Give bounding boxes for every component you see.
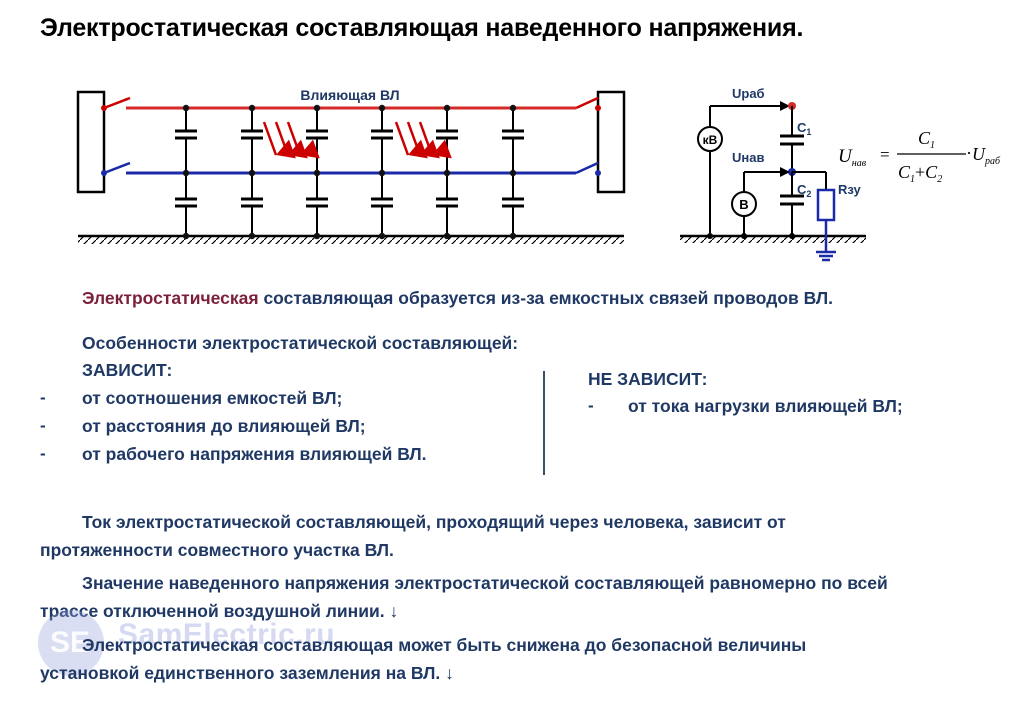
capacitor-columns [175, 104, 524, 240]
capacitor-icon [175, 129, 197, 140]
capacitor-column [502, 104, 524, 240]
depends-item-2: от расстояния до влияющей ВЛ; [82, 416, 366, 436]
svg-text:Uраб: Uраб [972, 144, 1001, 167]
capacitor-icon [436, 129, 458, 140]
svg-text:C1: C1 [918, 128, 935, 151]
page-title: Электростатическая составляющая наведенн… [40, 14, 804, 42]
capacitor-icon [502, 197, 524, 208]
capacitor-icon [175, 197, 197, 208]
transmission-line-diagram: Влияющая ВЛ [76, 87, 626, 244]
u-induced-label: Uнав [732, 150, 764, 165]
not-depends-heading: НЕ ЗАВИСИТ: [588, 369, 708, 389]
capacitor-icon [241, 197, 263, 208]
watermark-logo: SE [38, 610, 104, 676]
svg-text:C1+C2: C1+C2 [898, 162, 942, 185]
bullet-dash: - [40, 416, 46, 435]
depends-item-3: от рабочего напряжения влияющей ВЛ. [82, 444, 427, 464]
svg-text:·: · [966, 143, 972, 163]
ground-hatch [78, 236, 624, 244]
not-depends-item-1: от тока нагрузки влияющей ВЛ; [628, 396, 903, 416]
capacitor-column [175, 104, 197, 240]
paragraph-uniform-line1: Значение наведенного напряжения электрос… [82, 573, 888, 593]
c2-label: C2 [797, 182, 811, 199]
bullet-dash: - [40, 388, 46, 407]
rzu-resistor [816, 188, 836, 222]
substation-left [76, 90, 106, 194]
svg-text:=: = [880, 145, 890, 164]
depends-heading: ЗАВИСИТ: [82, 360, 173, 380]
influencing-line-red [101, 96, 601, 111]
v-meter-label: В [739, 197, 748, 212]
bullet-dash: - [40, 444, 46, 463]
capacitor-icon [502, 129, 524, 140]
paragraph-grounding-line1: Электростатическая составляющая может бы… [82, 635, 807, 655]
influencing-line-label: Влияющая ВЛ [300, 87, 399, 103]
formula: Uнав = C1 C1+C2 · Uраб [838, 128, 1001, 185]
depends-item-1: от соотношения емкостей ВЛ; [82, 388, 343, 408]
paragraph-current-line2: протяженности совместного участка ВЛ. [40, 540, 394, 560]
paragraph-current-line1: Ток электростатической составляющей, про… [82, 512, 786, 532]
kv-meter-label: кВ [703, 133, 718, 147]
capacitor-column [371, 104, 393, 240]
rzu-label: Rзу [838, 182, 862, 197]
equivalent-circuit [680, 101, 866, 262]
capacitor-column [241, 104, 263, 240]
watermark-text: SamElectric.ru [118, 618, 336, 651]
intro-accent: Электростатическая [82, 288, 259, 308]
capacitor-icon [306, 129, 328, 140]
c1-label: C1 [797, 120, 811, 137]
paragraph-intro: Электростатическая составляющая образует… [82, 288, 833, 309]
induction-arrows-right [394, 121, 452, 159]
capacitor-icon [306, 197, 328, 208]
svg-text:Uнав: Uнав [838, 146, 867, 169]
capacitor-icon [371, 129, 393, 140]
capacitor-icon [241, 129, 263, 140]
induction-arrows-left [262, 121, 320, 159]
capacitor-column [306, 104, 328, 240]
capacitor-icon [371, 197, 393, 208]
disconnected-line-blue [101, 161, 601, 176]
capacitor-icon [436, 197, 458, 208]
intro-rest: составляющая образуется из-за емкостных … [258, 288, 833, 308]
paragraph-uniform-line2: трассе отключенной воздушной линии. ↓ [40, 601, 399, 621]
features-heading: Особенности электростатической составляю… [82, 333, 519, 353]
substation-right [596, 90, 626, 194]
u-work-label: Uраб [732, 86, 765, 101]
paragraph-grounding-line2: установкой единственного заземления на В… [40, 663, 454, 683]
bullet-dash: - [588, 396, 594, 415]
column-divider [543, 371, 545, 475]
